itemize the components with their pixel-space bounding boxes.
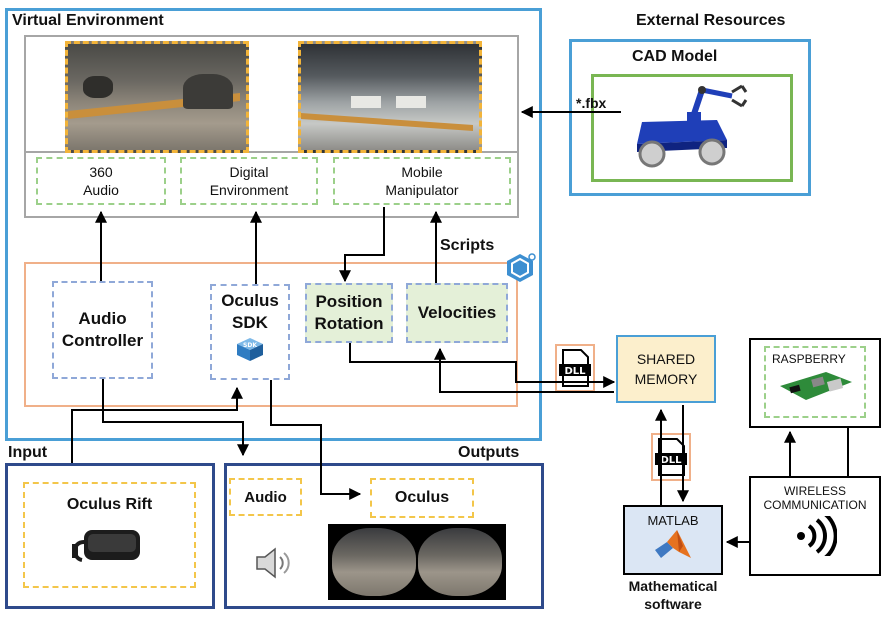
vr-headset-icon: [71, 530, 140, 562]
input-title: Input: [8, 444, 48, 461]
audio-output-label: Audio: [244, 488, 287, 506]
outputs-frame: [224, 463, 544, 609]
audio-controller-script: Audio Controller: [52, 281, 153, 379]
velocities-label: Velocities: [417, 303, 497, 322]
module-360-audio-line1: 360: [89, 164, 113, 180]
outputs-title: Outputs: [458, 444, 520, 461]
raspberry-frame: [749, 338, 881, 428]
input-frame: [5, 463, 215, 609]
svg-text:DLL: DLL: [564, 366, 586, 377]
position-rotation-script: Position Rotation: [305, 283, 393, 343]
speaker-icon: [256, 547, 290, 579]
oculus-sdk-line2: SDK: [232, 313, 268, 332]
wireless-line2: COMMUNICATION: [763, 498, 867, 512]
module-digital-environment-line2: Environment: [209, 182, 289, 198]
module-mobile-manipulator: Mobile Manipulator: [333, 157, 511, 205]
robot-manipulator-image: [637, 84, 748, 168]
shared-memory-line1: SHARED: [636, 351, 696, 367]
audio-controller-line1: Audio: [78, 309, 127, 328]
stereo-view-right-eye: [418, 528, 502, 596]
module-360-audio: 360 Audio: [36, 157, 166, 205]
raspberry-title: RASPBERRY: [772, 352, 846, 366]
sdk-box-icon: SDK: [237, 338, 263, 361]
wireless-line1: WIRELESS: [783, 484, 846, 498]
svg-text:SDK: SDK: [243, 342, 257, 349]
dll-badge-top: DLL: [555, 344, 595, 392]
svg-text:DLL: DLL: [660, 455, 682, 466]
audio-output-box: Audio: [229, 478, 302, 516]
matlab-logo-icon: [655, 530, 691, 558]
module-digital-environment: Digital Environment: [180, 157, 318, 205]
unity-icon: [507, 253, 536, 282]
external-resources-frame: [569, 39, 811, 196]
oculus-rift-label: Oculus Rift: [66, 496, 153, 513]
external-resources-title: External Resources: [636, 12, 786, 29]
wireless-box: WIRELESS COMMUNICATION: [749, 476, 881, 576]
virtual-scene-image-left: [65, 41, 249, 153]
matlab-label: MATLAB: [647, 513, 699, 528]
matlab-caption: Mathematical software: [605, 577, 741, 613]
oculus-sdk-script: Oculus SDK SDK: [210, 284, 290, 380]
shared-memory-box: SHARED MEMORY: [616, 335, 716, 403]
shared-memory-line2: MEMORY: [634, 371, 698, 387]
audio-controller-line2: Controller: [61, 331, 144, 350]
raspberry-inner: RASPBERRY: [764, 346, 866, 418]
dll-file-icon: DLL: [559, 349, 591, 387]
module-digital-environment-line1: Digital: [229, 164, 269, 180]
virtual-environment-title: Virtual Environment: [12, 12, 164, 29]
velocities-script: Velocities: [406, 283, 508, 343]
oculus-sdk-line1: Oculus: [221, 291, 279, 310]
matlab-box: MATLAB: [623, 505, 723, 575]
module-360-audio-line2: Audio: [83, 182, 119, 198]
oculus-rift-device: Oculus Rift: [23, 482, 196, 588]
oculus-output-label: Oculus: [394, 489, 450, 506]
dll-badge-bottom: DLL: [651, 433, 691, 481]
module-mobile-manipulator-line1: Mobile: [401, 164, 443, 180]
scripts-title: Scripts: [440, 237, 495, 254]
wireless-signal-icon: [797, 512, 838, 560]
stereo-view-image: [328, 524, 506, 600]
cad-model-frame: [591, 74, 793, 182]
virtual-environment-frame: [5, 8, 542, 441]
matlab-caption-line1: Mathematical: [628, 578, 718, 594]
virtual-scene-image-right: [298, 41, 482, 153]
position-rotation-line2: Rotation: [314, 314, 384, 333]
cad-model-title: CAD Model: [632, 48, 718, 65]
stereo-view-left-eye: [332, 528, 416, 596]
scene-container: [24, 35, 519, 218]
dll-file-icon-2: DLL: [655, 438, 687, 476]
matlab-caption-line2: software: [644, 596, 702, 612]
raspberry-board-image: [780, 372, 852, 400]
oculus-output-box: Oculus: [370, 478, 474, 518]
scene-divider: [24, 151, 519, 153]
position-rotation-line1: Position: [315, 292, 383, 311]
fbx-file-label: *.fbx: [576, 95, 607, 111]
module-mobile-manipulator-line2: Manipulator: [385, 182, 459, 198]
